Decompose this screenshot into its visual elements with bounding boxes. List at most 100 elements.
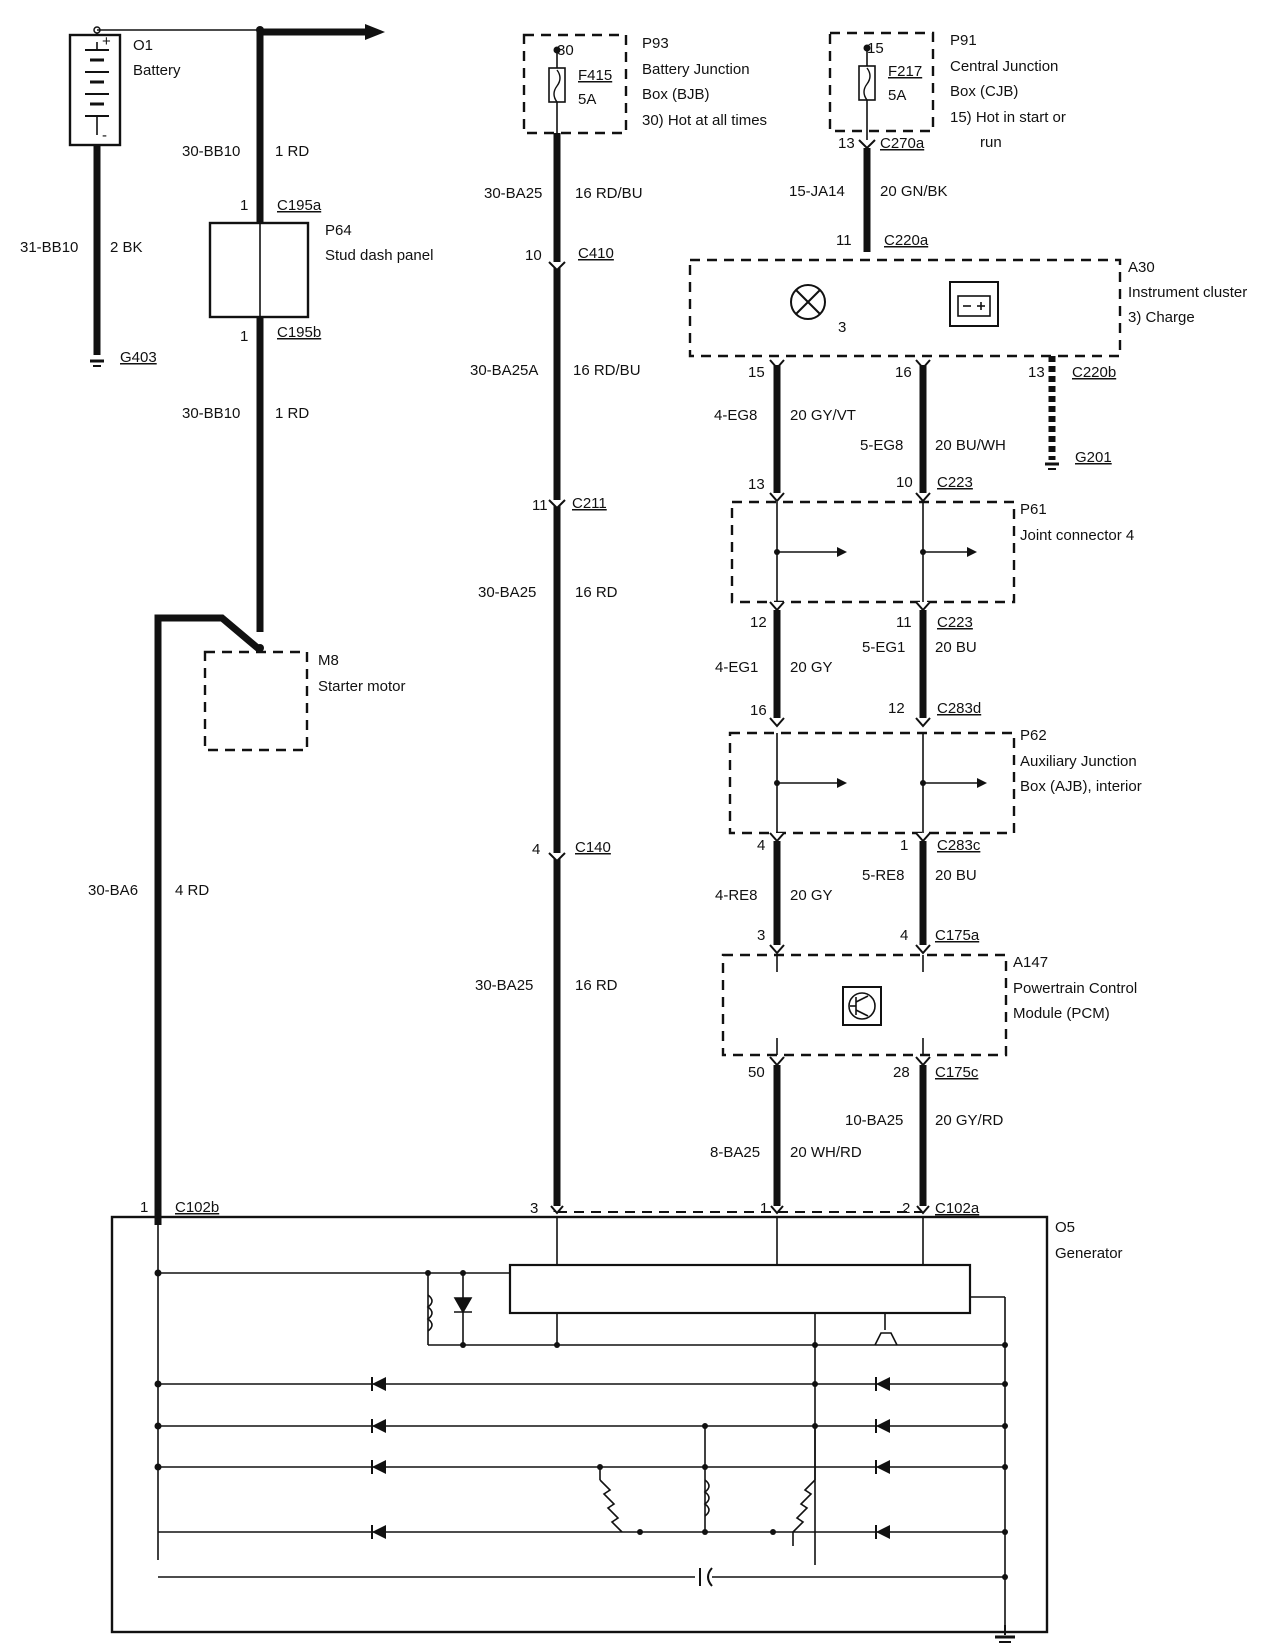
starter-name: Starter motor: [318, 678, 406, 695]
seg3-left-code: 4-RE8: [715, 887, 758, 904]
c211-pin: 11: [532, 497, 548, 514]
bjb-line1: Battery Junction: [642, 61, 750, 78]
starter-motor-box: [203, 650, 309, 752]
seg4-right-code: 10-BA25: [845, 1112, 903, 1129]
p62-conn-out: C283c: [937, 837, 981, 854]
connector-c410: [548, 261, 566, 272]
gen-conn: C102a: [935, 1200, 980, 1217]
transistor-icon: [842, 986, 882, 1026]
c140-label: C140: [575, 839, 611, 856]
c270a-label: C270a: [880, 135, 925, 152]
seg1-right-color: 20 BU/WH: [935, 437, 1006, 454]
pcm-conn-in: C175a: [935, 927, 980, 944]
bjb-id: P93: [642, 35, 669, 52]
cluster-pin-left: 15: [748, 364, 765, 381]
ground-symbol-g403: [90, 359, 104, 367]
bjb-line2: Box (BJB): [642, 86, 710, 103]
cluster-gnd-conn: C220b: [1072, 364, 1116, 381]
stud-pin-bottom: 1: [240, 328, 248, 345]
battery-wire-code: 31-BB10: [20, 239, 78, 256]
c140-pin: 4: [532, 841, 540, 858]
instrument-cluster-box: [688, 258, 1122, 358]
svg-text:+: +: [102, 33, 111, 50]
cjb-line1: Central Junction: [950, 58, 1058, 75]
connector-c270a: [858, 139, 876, 150]
cjb-line3: 15) Hot in start or: [950, 109, 1066, 126]
stud-conn-top: C195a: [277, 197, 322, 214]
battery-name: Battery: [133, 62, 181, 79]
seg4-left-code: 8-BA25: [710, 1144, 760, 1161]
ground-g403-label: G403: [120, 349, 157, 366]
cjb-box: [828, 31, 935, 133]
pcm-conn-out: C175c: [935, 1064, 979, 1081]
stud-wire-bottom-code: 30-BB10: [182, 405, 240, 422]
stud-panel-name: Stud dash panel: [325, 247, 433, 264]
stud-wire-top-color: 1 RD: [275, 143, 309, 160]
battery-id: O1: [133, 37, 153, 54]
p61-pin-out-l: 12: [750, 614, 767, 631]
c410-label: C410: [578, 245, 614, 262]
bus-arrow: [365, 24, 385, 40]
starter-id: M8: [318, 652, 339, 669]
gen-feed-pin: 1: [140, 1199, 148, 1216]
auxiliary-junction-box: [728, 731, 1016, 835]
p62-pin-in-r: 12: [888, 700, 905, 717]
cluster-line2: 3) Charge: [1128, 309, 1195, 326]
gen-pin-l: 1: [760, 1200, 768, 1217]
col2-w1-code: 30-BA25: [484, 185, 542, 202]
p61-pin-out-r: 11: [896, 614, 912, 631]
c270a-pin: 13: [838, 135, 855, 152]
battery-wire-color: 2 BK: [110, 239, 143, 256]
cjb-pin: 15: [867, 40, 884, 57]
col2-w3-color: 16 RD: [575, 584, 618, 601]
bjb-box: [522, 33, 628, 135]
cjb-line2: Box (CJB): [950, 83, 1018, 100]
seg4-right-color: 20 GY/RD: [935, 1112, 1004, 1129]
ground-g201-label: G201: [1075, 449, 1112, 466]
warning-lamp-icon: [790, 284, 826, 320]
joint-connector-4-box: [730, 500, 1016, 604]
col2-w2-code: 30-BA25A: [470, 362, 538, 379]
p62-conn-in: C283d: [937, 700, 981, 717]
fuse-f217-amp: 5A: [888, 87, 906, 104]
stud-wire-top-code: 30-BB10: [182, 143, 240, 160]
p62-pin-in-l: 16: [750, 702, 767, 719]
cluster-feed-pin: 11: [836, 232, 852, 249]
bjb-pin: 30: [557, 42, 574, 59]
generator-ground-icon: [995, 1625, 1015, 1643]
c410-pin: 10: [525, 247, 542, 264]
svg-text:-: -: [102, 127, 107, 144]
junction-dots: [154, 1209, 1008, 1580]
cluster-feed-conn: C220a: [884, 232, 929, 249]
seg4-left-color: 20 WH/RD: [790, 1144, 862, 1161]
fuse-f217-label: F217: [888, 63, 922, 80]
seg2-left-color: 20 GY: [790, 659, 833, 676]
cluster-feed-code: 15-JA14: [789, 183, 845, 200]
generator-internal-circuit: [157, 1213, 1006, 1625]
p62-pin-out-l: 4: [757, 837, 765, 854]
battery-symbol: + -: [68, 26, 122, 147]
stud-wire-bottom-color: 1 RD: [275, 405, 309, 422]
stud-dash-panel-box: [208, 221, 310, 319]
pcm-line1: Powertrain Control: [1013, 980, 1137, 997]
seg1-left-code: 4-EG8: [714, 407, 757, 424]
cluster-pin-mid: 16: [895, 364, 912, 381]
charge-battery-icon: [949, 281, 999, 327]
pcm-pin-out-r: 28: [893, 1064, 910, 1081]
seg2-right-color: 20 BU: [935, 639, 977, 656]
wire-30-ba6: [154, 614, 263, 1225]
gen-feed-conn: C102b: [175, 1199, 219, 1216]
p62-pin-out-r: 1: [900, 837, 908, 854]
cluster-line1: Instrument cluster: [1128, 284, 1247, 301]
pcm-pin-in-r: 4: [900, 927, 908, 944]
cluster-ref: 3: [838, 319, 846, 336]
pcm-pin-in-l: 3: [757, 927, 765, 944]
col2-w3-code: 30-BA25: [478, 584, 536, 601]
seg2-left-code: 4-EG1: [715, 659, 758, 676]
seg3-left-color: 20 GY: [790, 887, 833, 904]
connector-c211: [548, 499, 566, 510]
generator-id: O5: [1055, 1219, 1075, 1236]
c211-label: C211: [572, 495, 607, 512]
ground-symbol-g201: [1045, 462, 1059, 470]
